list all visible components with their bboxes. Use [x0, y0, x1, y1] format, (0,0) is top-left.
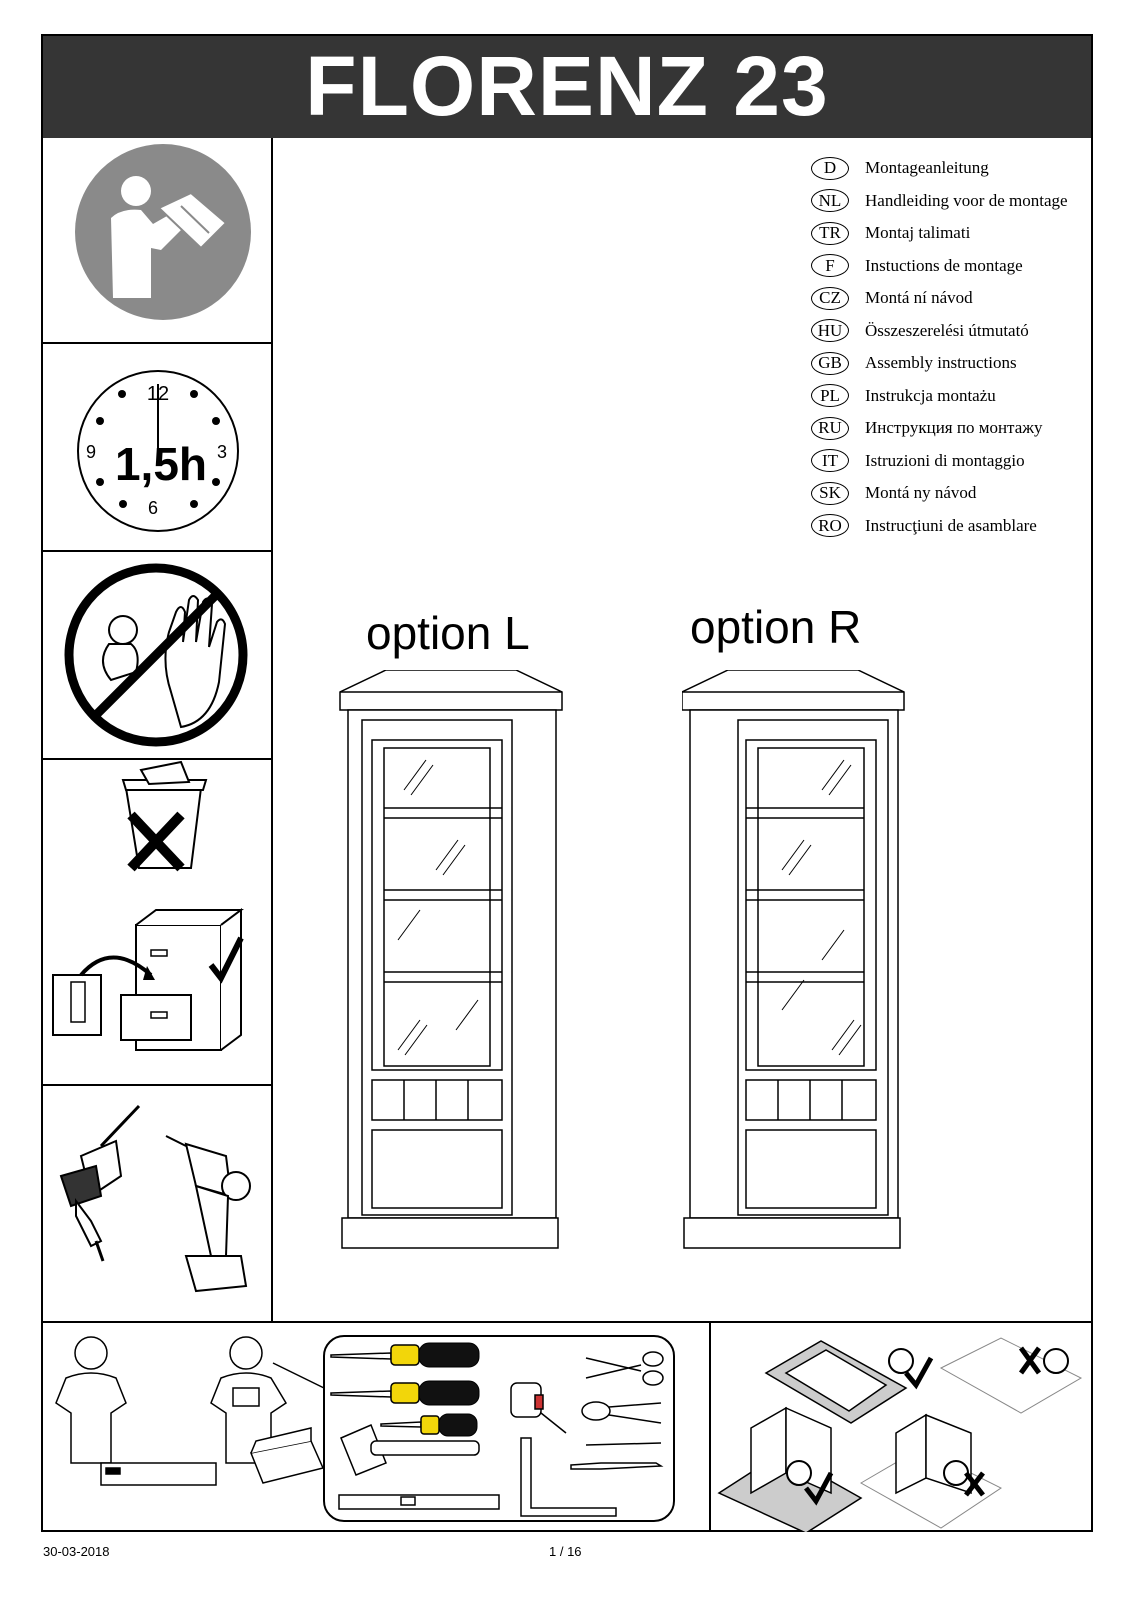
language-item: GB Assembly instructions [811, 347, 1101, 380]
language-code-badge: IT [811, 449, 849, 473]
drill-bit-icon [570, 1442, 664, 1470]
language-text: Instrukcja montażu [865, 385, 996, 405]
language-code-badge: CZ [811, 286, 849, 310]
check-icon [804, 1356, 934, 1506]
bottom-panel [41, 1321, 1093, 1532]
option-right-label: option R [690, 601, 862, 653]
cabinet-option-left [339, 670, 563, 1249]
language-code-badge: D [811, 156, 849, 180]
square-icon [520, 1437, 617, 1517]
tools-panel [55, 1335, 675, 1522]
clock-icon: 12 3 6 9 1,5h [77, 370, 239, 532]
language-text: Инструкция по монтажу [865, 418, 1043, 438]
language-code-badge: RO [811, 514, 849, 538]
language-text: Montá ní návod [865, 288, 973, 308]
clock-number-12: 12 [147, 383, 169, 405]
language-text: Handleiding voor de montage [865, 190, 1068, 210]
language-item: CZ Montá ní návod [811, 282, 1101, 315]
language-text: Montageanleitung [865, 158, 989, 178]
read-manual-icon [75, 144, 251, 320]
language-code-badge: SK [811, 481, 849, 505]
title-bar: FLORENZ 23 [41, 34, 1093, 138]
two-workers-icon [55, 1336, 288, 1486]
tools-bubble [323, 1335, 675, 1522]
bottom-divider [709, 1323, 711, 1532]
language-code-badge: NL [811, 189, 849, 213]
no-children-icon [64, 563, 248, 747]
smiley-icon [786, 1348, 914, 1486]
sad-face-icon [943, 1348, 1069, 1486]
keep-file-icon [52, 908, 244, 1051]
floor-protection-panel [717, 1337, 1083, 1532]
hammer-icon [340, 1424, 480, 1476]
option-left-label: option L [366, 607, 530, 659]
footer-date: 30-03-2018 [43, 1544, 110, 1559]
language-item: PL Instrukcja montażu [811, 380, 1101, 413]
language-text: Instuctions de montage [865, 255, 1023, 275]
footer-page-number: 1 / 16 [549, 1544, 582, 1559]
page-frame [41, 34, 1093, 1532]
language-text: Assembly instructions [865, 353, 1017, 373]
language-item: HU Összeszerelési útmutató [811, 315, 1101, 348]
language-code-badge: PL [811, 384, 849, 408]
language-text: Instrucţiuni de asamblare [865, 515, 1037, 535]
language-item: SK Montá ny návod [811, 477, 1101, 510]
assembly-duration: 1,5h [115, 438, 207, 490]
language-item: TR Montaj talimati [811, 217, 1101, 250]
language-item: D Montageanleitung [811, 152, 1101, 185]
cordless-screwdriver-icon [165, 1135, 251, 1293]
language-item: F Instuctions de montage [811, 250, 1101, 283]
cross-icon [964, 1346, 1042, 1497]
language-code-badge: GB [811, 351, 849, 375]
language-item: RU Инструкция по монтажу [811, 412, 1101, 445]
sidebar-cell-read-manual [41, 138, 271, 344]
work-on-carpet-icon [717, 1340, 908, 1532]
cabinet-option-right [682, 670, 905, 1249]
pliers-icon [581, 1401, 662, 1424]
screwdriver-icon [330, 1342, 480, 1437]
sidebar-cell-tools [41, 1086, 271, 1321]
page-title: FLORENZ 23 [305, 39, 829, 133]
language-code-badge: RU [811, 416, 849, 440]
language-code-badge: F [811, 254, 849, 278]
language-text: Összeszerelési útmutató [865, 320, 1029, 340]
no-trash-icon [121, 760, 208, 872]
sidebar: 12 3 6 9 1,5h [41, 138, 273, 1321]
language-text: Istruzioni di montaggio [865, 450, 1025, 470]
sidebar-cell-time: 12 3 6 9 1,5h [41, 344, 271, 552]
clock-number-9: 9 [86, 442, 96, 462]
language-item: RO Instrucţiuni de asamblare [811, 510, 1101, 543]
sidebar-cell-recycle-keep [41, 760, 271, 1086]
no-drill-icon [59, 1104, 141, 1262]
language-code-badge: HU [811, 319, 849, 343]
scissors-icon [585, 1351, 664, 1386]
language-item: IT Istruzioni di montaggio [811, 445, 1101, 478]
language-text: Montaj talimati [865, 223, 971, 243]
language-text: Montá ny návod [865, 483, 977, 503]
clock-number-6: 6 [148, 498, 158, 518]
no-hard-floor-icon [859, 1337, 1083, 1529]
clock-number-3: 3 [217, 442, 227, 462]
level-icon [338, 1494, 500, 1510]
language-item: NL Handleiding voor de montage [811, 185, 1101, 218]
sidebar-cell-no-children [41, 552, 271, 760]
language-code-badge: TR [811, 221, 849, 245]
tape-measure-icon [510, 1382, 567, 1434]
